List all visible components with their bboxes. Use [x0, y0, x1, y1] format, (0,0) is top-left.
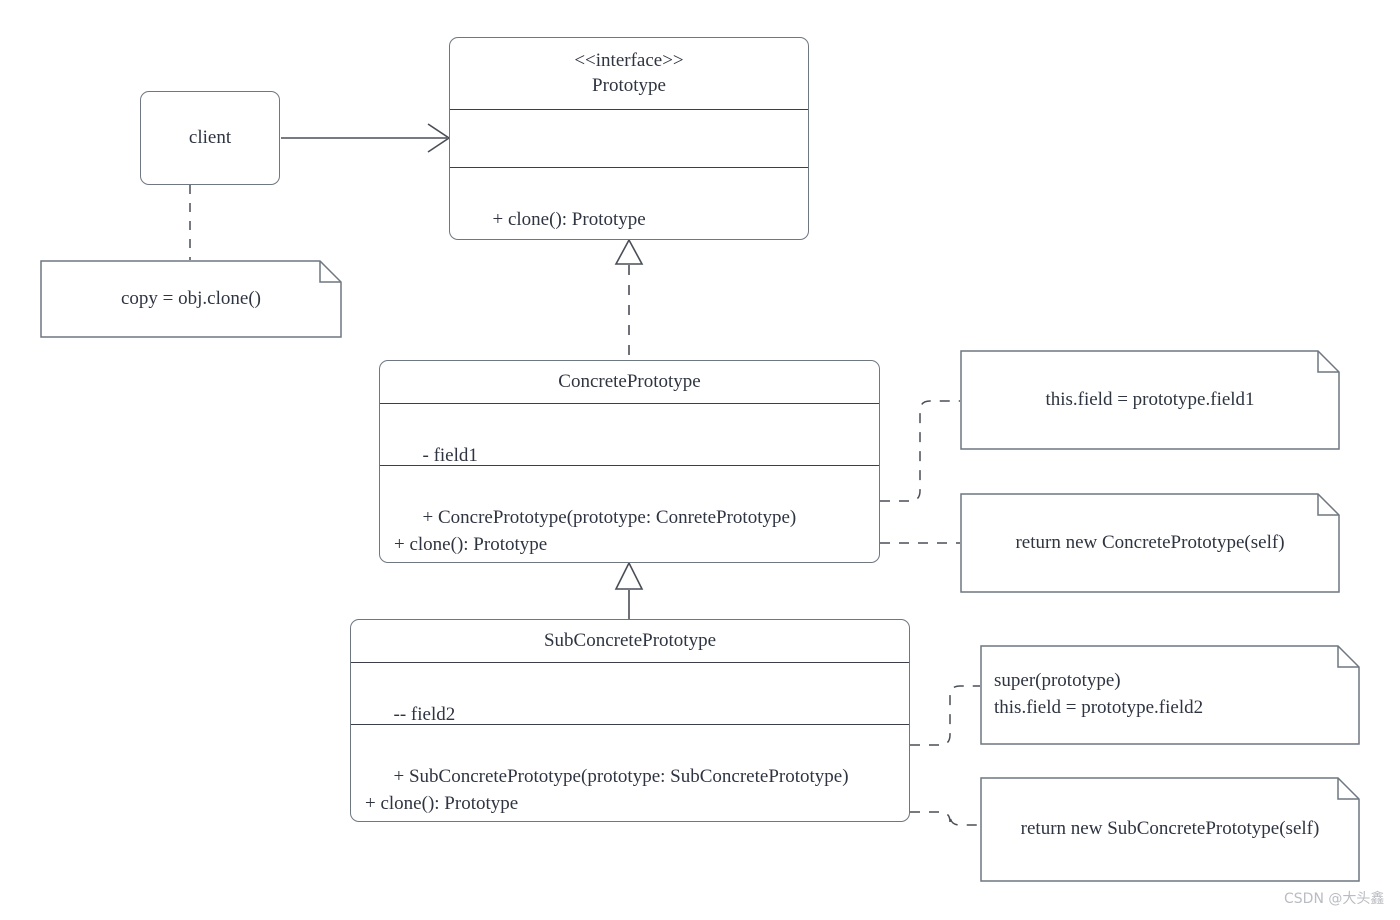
class-prototype-stereotype: <<interface>>: [574, 50, 684, 72]
note-concrete-field-shape: [960, 350, 1340, 450]
class-concrete-prototype-operations-text: + ConcrePrototype(prototype: ConreteProt…: [394, 506, 797, 556]
class-prototype-operations-text: + clone(): Prototype: [492, 208, 646, 230]
watermark-text: CSDN @大头鑫: [1284, 891, 1385, 907]
class-sub-concrete-prototype-operations-text: + SubConcretePrototype(prototype: SubCon…: [365, 765, 849, 815]
note-sub-clone-shape: [980, 777, 1360, 882]
note-sub-field-text-wrap: super(prototype) this.field = prototype.…: [980, 645, 1360, 745]
note-concrete-clone-text-wrap: return new ConcretePrototype(self): [960, 493, 1340, 593]
watermark: CSDN @大头鑫: [1284, 888, 1384, 908]
class-concrete-prototype-attributes-text: - field1: [422, 444, 478, 466]
note-sub-field-shape: [980, 645, 1360, 745]
class-sub-concrete-prototype[interactable]: SubConcretePrototype -- field2 + SubConc…: [350, 619, 910, 822]
class-prototype-attributes: [450, 109, 808, 167]
class-prototype-header: <<interface>> Prototype: [450, 38, 808, 109]
class-concrete-prototype-header: ConcretePrototype: [380, 361, 879, 403]
note-sub-clone[interactable]: return new SubConcretePrototype(self): [980, 777, 1360, 882]
note-sub-field-text: super(prototype) this.field = prototype.…: [994, 670, 1204, 718]
note-client-shape: [40, 260, 342, 338]
node-client-label: client: [188, 127, 232, 148]
class-prototype[interactable]: <<interface>> Prototype + clone(): Proto…: [449, 37, 809, 240]
note-concrete-clone[interactable]: return new ConcretePrototype(self): [960, 493, 1340, 593]
class-concrete-prototype-name: ConcretePrototype: [558, 370, 701, 392]
note-client[interactable]: copy = obj.clone(): [40, 260, 342, 338]
class-prototype-operations: + clone(): Prototype: [450, 167, 808, 239]
note-client-text-wrap: copy = obj.clone(): [40, 260, 342, 338]
class-concrete-prototype[interactable]: ConcretePrototype - field1 + ConcreProto…: [379, 360, 880, 563]
class-concrete-prototype-operations: + ConcrePrototype(prototype: ConreteProt…: [380, 465, 879, 562]
class-sub-concrete-prototype-attributes: -- field2: [351, 662, 909, 725]
note-concrete-clone-shape: [960, 493, 1340, 593]
note-concrete-field-text: this.field = prototype.field1: [1045, 388, 1255, 410]
note-client-text: copy = obj.clone(): [121, 287, 261, 309]
class-sub-concrete-prototype-name: SubConcretePrototype: [543, 629, 717, 651]
note-sub-clone-text: return new SubConcretePrototype(self): [1020, 818, 1320, 840]
class-prototype-name: Prototype: [592, 74, 666, 96]
class-sub-concrete-prototype-header: SubConcretePrototype: [351, 620, 909, 662]
note-concrete-clone-text: return new ConcretePrototype(self): [1015, 531, 1285, 553]
note-sub-field[interactable]: super(prototype) this.field = prototype.…: [980, 645, 1360, 745]
class-sub-concrete-prototype-operations: + SubConcretePrototype(prototype: SubCon…: [351, 724, 909, 821]
note-concrete-field[interactable]: this.field = prototype.field1: [960, 350, 1340, 450]
class-sub-concrete-prototype-attributes-text: -- field2: [393, 703, 456, 725]
class-concrete-prototype-attributes: - field1: [380, 403, 879, 466]
note-concrete-field-text-wrap: this.field = prototype.field1: [960, 350, 1340, 450]
note-sub-clone-text-wrap: return new SubConcretePrototype(self): [980, 777, 1360, 882]
node-client[interactable]: client: [140, 91, 280, 185]
